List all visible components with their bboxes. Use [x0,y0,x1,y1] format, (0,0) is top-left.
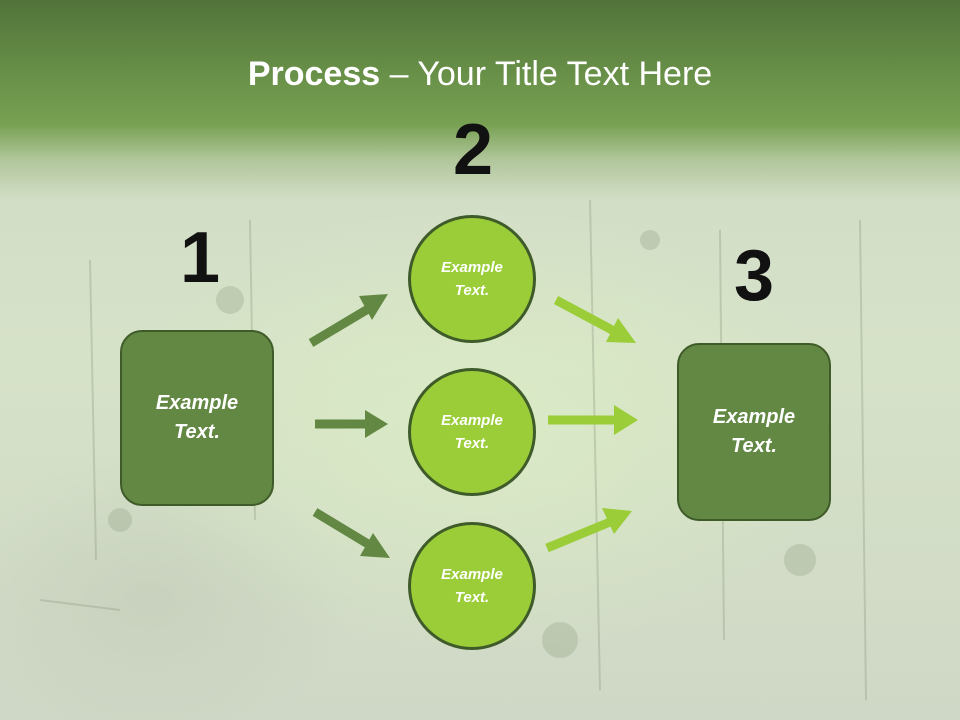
circle-middle: Example Text. [408,368,536,496]
header-band [0,0,960,200]
step-number-3: 3 [733,236,775,316]
arrow-left-to-bottom [312,508,390,558]
arrow-middle-to-right [548,405,638,435]
title-bold: Process [247,55,381,93]
circle-bottom: Example Text. [408,522,536,650]
arrow-top-to-right [553,296,636,343]
circle-bottom-text: Example Text. [441,566,503,606]
circle-middle-text: Example Text. [441,412,503,452]
slide-title: Process – Your Title Text Here [0,52,960,96]
right-step-box: Example Text. [677,343,831,521]
left-step-box-text: Example Text. [155,392,239,443]
right-step-box-text: Example Text. [712,406,796,457]
arrow-left-to-middle [315,410,388,438]
step-number-1: 1 [179,218,221,298]
arrow-bottom-to-right [545,508,632,553]
arrow-left-to-top [308,294,388,347]
circle-top: Example Text. [408,215,536,343]
circle-top-text: Example Text. [441,259,503,299]
title-rest: – Your Title Text Here [380,55,713,93]
step-number-2: 2 [452,110,494,190]
left-step-box: Example Text. [120,330,274,506]
